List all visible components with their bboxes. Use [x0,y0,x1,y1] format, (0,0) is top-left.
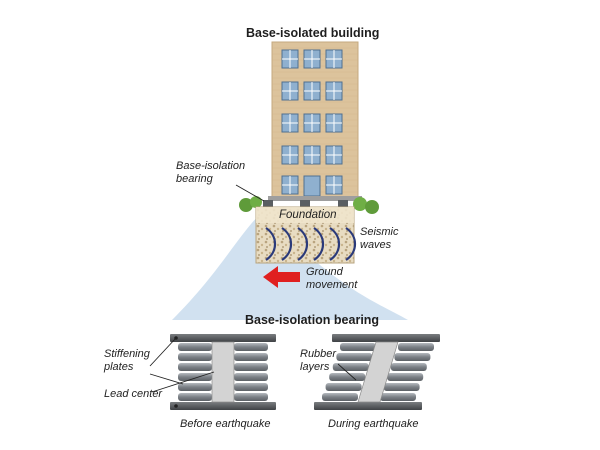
label-ground-movement: Ground movement [306,266,358,291]
building-window [281,175,299,195]
building [268,41,362,201]
rubber-layer [383,383,420,391]
rubber-layer [329,373,366,381]
building-window [325,145,343,165]
rubber-layer [178,353,212,361]
caption-during-earthquake: During earthquake [328,418,419,430]
label-foundation: Foundation [279,209,337,221]
rubber-layer [234,363,268,371]
rubber-layer [234,393,268,401]
title-bearing: Base-isolation bearing [245,313,380,327]
label-stiffening-plates: Stiffening plates [104,348,150,373]
rubber-layer [178,363,212,371]
building-window [325,49,343,69]
title-building: Base-isolated building [246,26,380,40]
rubber-layer [398,343,434,351]
detail-leader-lines [149,337,357,393]
rubber-layer [178,393,212,401]
bush-left [239,196,262,212]
rubber-layer [332,363,369,371]
label-lead-center: Lead center [104,388,163,400]
label-seismic-waves: Seismic waves [360,226,399,251]
building-window [303,81,321,101]
base-isolation-bearings [263,200,348,208]
seismic-wave-arc [281,227,293,261]
seismic-wave-arc [297,227,309,261]
seismic-wave-arc [345,227,357,261]
bearing-leader-line [235,184,265,202]
bearing-before [170,334,276,410]
rubber-layer [387,373,424,381]
seismic-wave-arc [313,227,325,261]
rubber-layer [322,393,358,401]
rubber-layer [178,383,212,391]
bush-right [353,197,379,214]
foundation [255,206,357,264]
building-window [325,81,343,101]
lead-center-during [357,341,399,403]
rubber-layer [340,343,376,351]
seismic-wave-arc [329,227,341,261]
building-window [325,175,343,195]
bearing-during [314,334,440,410]
ground-movement-arrow [263,266,300,288]
building-window [325,113,343,133]
rubber-layer [336,353,373,361]
building-window [303,49,321,69]
rubber-layer [390,363,427,371]
rubber-layer [325,383,362,391]
rubber-layer [380,393,416,401]
building-window [281,49,299,69]
building-entrance [303,175,321,197]
caption-before-earthquake: Before earthquake [180,418,271,430]
callout-beam [172,212,408,320]
rubber-layer [234,383,268,391]
building-window [281,113,299,133]
lead-center-before [211,341,235,403]
rubber-layer [234,373,268,381]
rubber-layer [234,343,268,351]
rubber-layer [234,353,268,361]
seismic-wave-arc [265,227,277,261]
building-window [303,145,321,165]
building-window [281,81,299,101]
label-rubber-layers: Rubber layers [300,348,337,373]
building-window [281,145,299,165]
building-window [303,113,321,133]
rubber-layer [178,343,212,351]
rubber-layer [394,353,431,361]
label-base-isolation-bearing: Base-isolation bearing [176,160,246,185]
